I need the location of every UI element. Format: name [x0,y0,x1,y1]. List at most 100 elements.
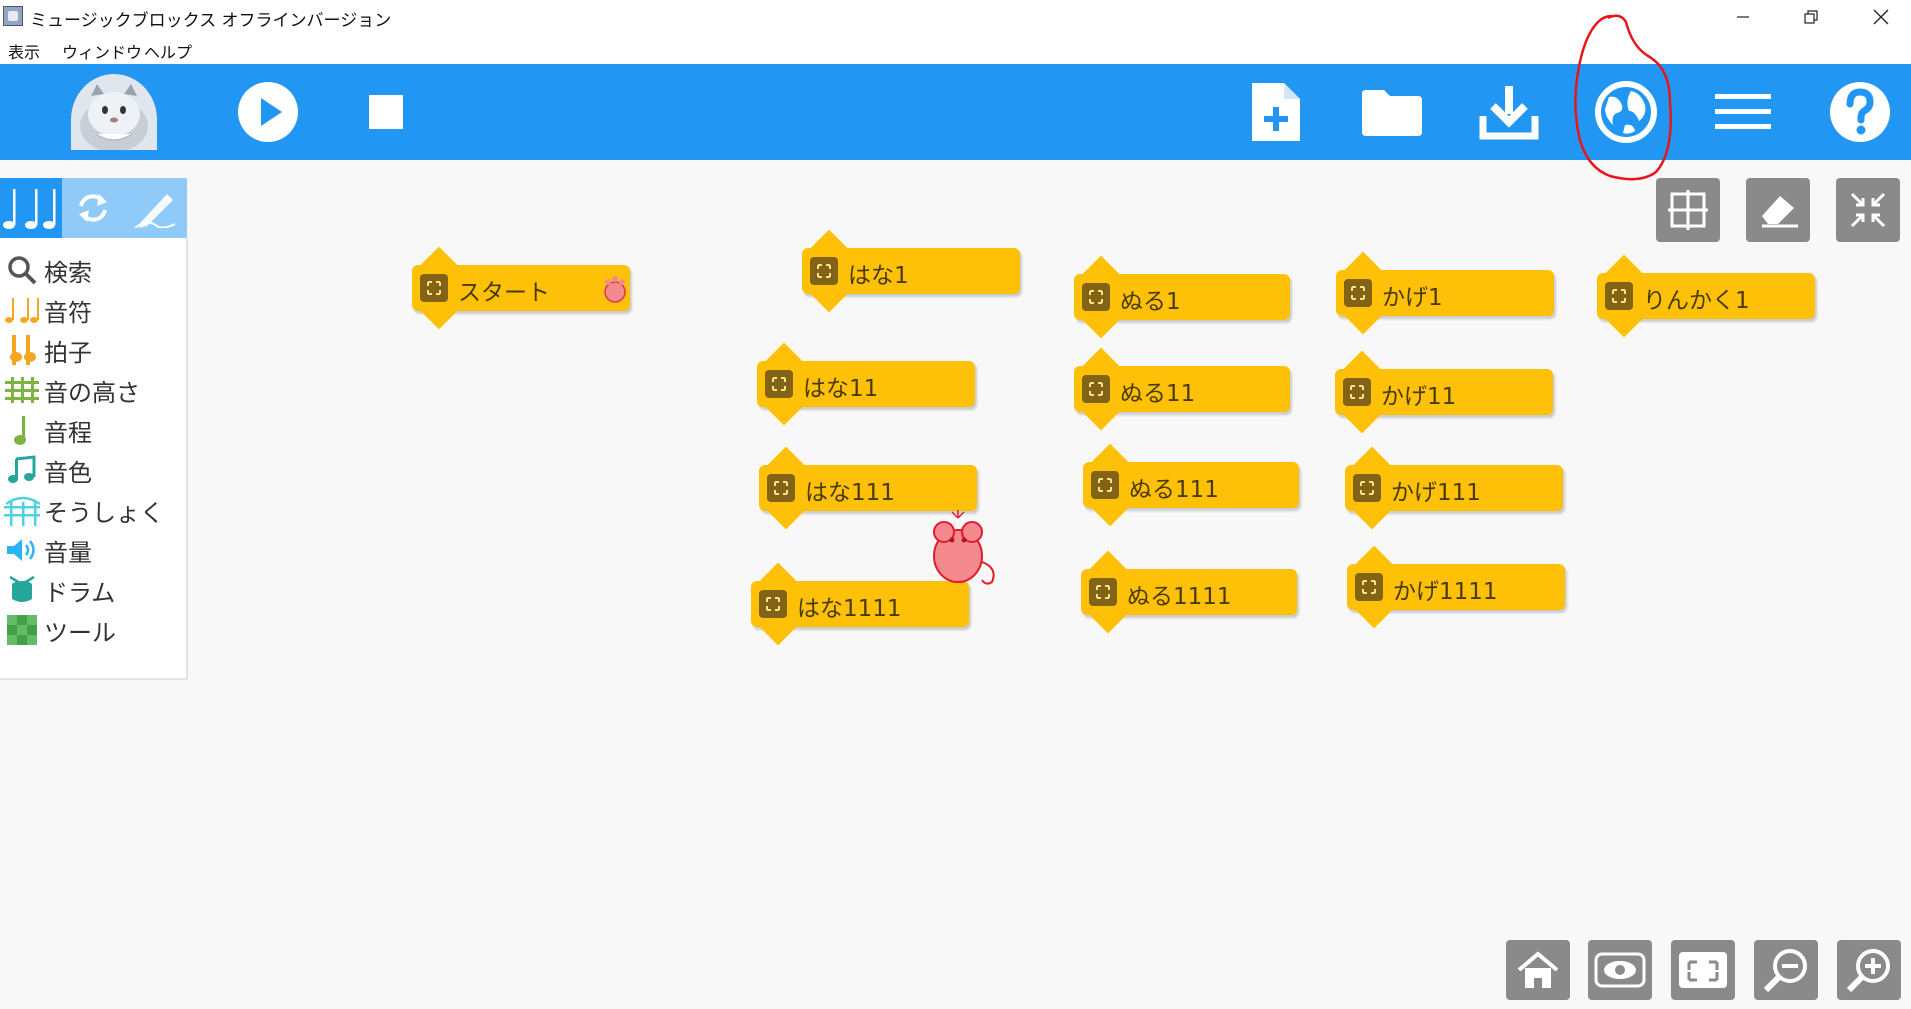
palette-item-interval[interactable]: 音程 [0,410,186,450]
home-icon [1517,951,1559,988]
hana1-block[interactable]: はな1 [802,229,1020,313]
expand-icon [765,370,793,398]
stop-button[interactable] [350,76,422,148]
block-label: かげ11 [1381,384,1457,410]
palette-item-tool[interactable]: ツール [0,610,186,650]
hana111-block[interactable]: はな111 [759,446,977,530]
expand-icon [810,257,838,285]
rinkaku1-block[interactable]: りんかく1 [1597,254,1815,338]
kage111-block[interactable]: かげ111 [1345,446,1563,530]
interval-icon [4,414,40,446]
notes-icon [4,294,40,326]
music-notes-icon [3,189,56,229]
block-label: ぬる111 [1129,477,1219,503]
block-label: ぬる1 [1120,289,1181,315]
nuru1111-block[interactable]: ぬる1111 [1081,550,1297,634]
menu-window[interactable]: ウィンドウ [62,43,143,62]
save-button[interactable] [1473,76,1545,148]
menu-view[interactable]: 表示 [8,43,41,62]
close-icon [1873,9,1889,25]
restore-button[interactable] [1776,0,1846,34]
block-label: かげ1111 [1393,579,1498,605]
home-button[interactable] [1506,940,1570,1000]
hana1111-block[interactable]: はな1111 [751,562,969,646]
minimize-icon [1737,16,1749,18]
block-label: はな111 [805,480,895,506]
grid-button[interactable] [1656,178,1720,242]
block-label: ぬる11 [1120,381,1196,407]
play-icon [238,82,298,142]
new-project-button[interactable] [1240,76,1312,148]
tab-flow[interactable] [62,178,124,238]
palette-item-pitch[interactable]: 音の高さ [0,370,186,410]
ornament-icon [4,494,40,526]
tool-icon [4,614,40,646]
zoom-out-button[interactable] [1754,940,1818,1000]
pitch-icon [4,374,40,406]
expand-icon [1091,471,1119,499]
folder-icon [1362,90,1422,136]
help-button[interactable] [1824,76,1896,148]
mouse-hand-icon [604,276,626,303]
expand-icon [767,474,795,502]
block-label: はな11 [803,376,879,402]
language-button[interactable] [1590,76,1662,148]
zoom-in-button[interactable] [1837,940,1901,1000]
menu-bar: 表示 ウィンドウ ヘルプ [0,34,1911,64]
palette-item-ornament[interactable]: そうしょく [0,490,186,530]
expand-icon [1353,474,1381,502]
expand-icon [1605,282,1633,310]
expand-icon [1355,573,1383,601]
palette-item-search[interactable]: 検索 [0,250,186,290]
app-icon [3,6,23,26]
block-label: かげ1 [1382,285,1443,311]
tab-music[interactable] [0,178,62,238]
clear-button[interactable] [1746,178,1810,242]
collapse-button[interactable] [1836,178,1900,242]
menu-icon [1715,94,1771,129]
globe-icon [1595,81,1657,143]
main-toolbar [0,64,1911,160]
mouse-sprite-icon[interactable] [926,510,1000,586]
avatar[interactable] [71,74,157,150]
stop-icon [369,95,403,129]
palette-item-tone[interactable]: 音色 [0,450,186,490]
block-label: かげ111 [1391,480,1481,506]
load-project-button[interactable] [1356,76,1428,148]
drum-icon [4,574,40,606]
meter-icon [4,334,40,366]
menu-button[interactable] [1707,76,1779,148]
help-icon [1830,82,1890,142]
palette-item-drum[interactable]: ドラム [0,570,186,610]
nuru1-block[interactable]: ぬる1 [1074,255,1290,339]
grid-icon [1668,190,1708,230]
minimize-button[interactable] [1708,0,1778,34]
zoom-out-icon [1763,949,1807,993]
menu-help[interactable]: ヘルプ [144,43,193,62]
kage1-block[interactable]: かげ1 [1336,251,1554,335]
start-block[interactable]: スタート [412,246,630,330]
nuru11-block[interactable]: ぬる11 [1074,347,1290,431]
expand-icon [1679,952,1727,988]
show-hide-button[interactable] [1588,940,1652,1000]
volume-icon [4,534,40,566]
palette-item-volume[interactable]: 音量 [0,530,186,570]
expand-blocks-button[interactable] [1671,940,1735,1000]
close-button[interactable] [1846,0,1911,34]
tab-art[interactable] [124,178,186,238]
kage11-block[interactable]: かげ11 [1335,350,1553,434]
block-label: スタート [458,280,550,306]
palette-item-notes[interactable]: 音符 [0,290,186,330]
block-label: はな1 [848,263,909,289]
hana11-block[interactable]: はな11 [757,342,975,426]
palette-panel: 検索 音符 拍子 音の高さ 音程 音色 そうしょく 音量 ドラム ツール [0,238,188,680]
play-button[interactable] [232,76,304,148]
block-label: ぬる1111 [1127,584,1232,610]
nuru111-block[interactable]: ぬる111 [1083,443,1299,527]
expand-icon [1082,375,1110,403]
expand-icon [1082,283,1110,311]
block-label: はな1111 [797,596,902,622]
palette-item-meter[interactable]: 拍子 [0,330,186,370]
kage1111-block[interactable]: かげ1111 [1347,545,1565,629]
collapse-icon [1850,192,1886,228]
